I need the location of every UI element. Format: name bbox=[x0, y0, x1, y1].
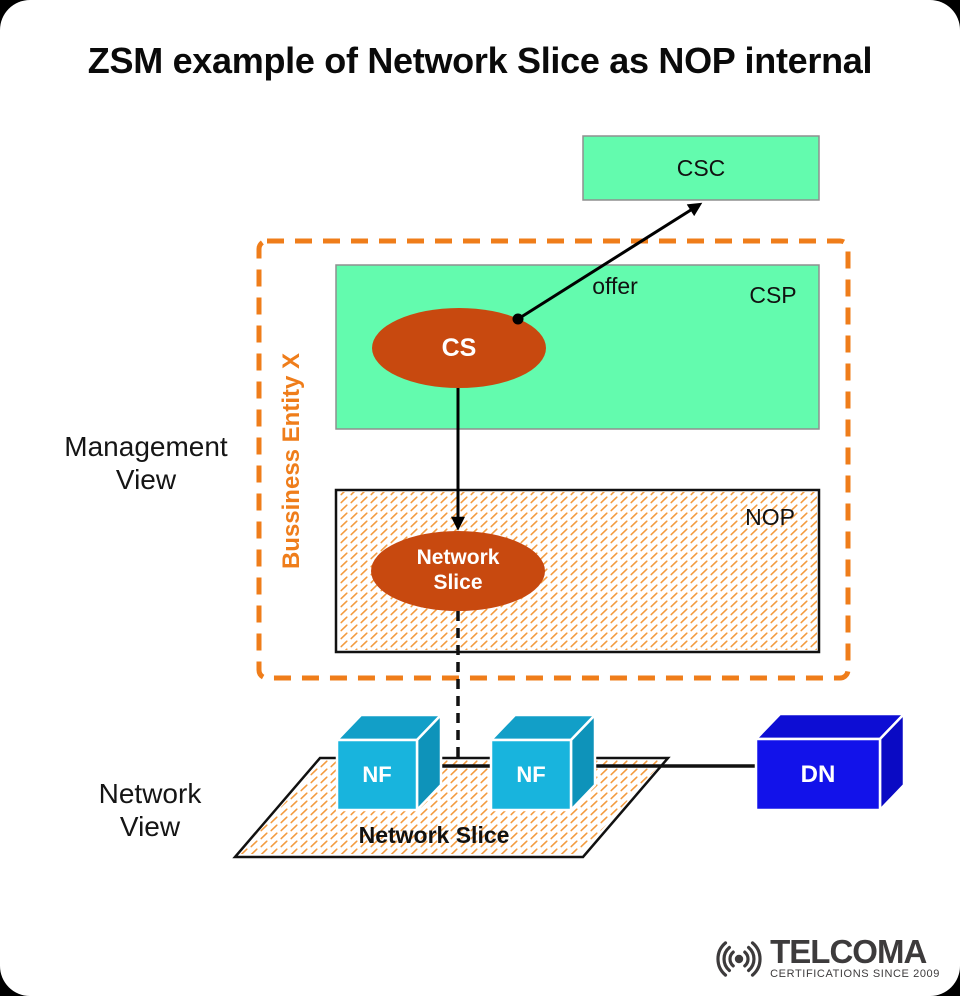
csc-label: CSC bbox=[676, 154, 726, 181]
dn-cube-top bbox=[754, 712, 906, 741]
signal-arc-r1 bbox=[743, 950, 750, 967]
offer-arrow bbox=[517, 202, 703, 321]
network-slice-ellipse-line2: Slice bbox=[433, 571, 483, 594]
nop-label: NOP bbox=[745, 504, 795, 530]
logo-tagline: CERTIFICATIONS SINCE 2009 bbox=[770, 968, 940, 980]
network-slice-plane-label: Network Slice bbox=[358, 822, 510, 848]
network-view-line2: View bbox=[119, 811, 181, 842]
page-title: ZSM example of Network Slice as NOP inte… bbox=[87, 40, 873, 81]
logo-wordmark: TELCOMA bbox=[770, 933, 927, 970]
signal-dot bbox=[734, 954, 744, 963]
nf2-label: NF bbox=[516, 762, 546, 787]
network-slice-ellipse bbox=[371, 531, 545, 611]
nf1-label: NF bbox=[362, 762, 392, 787]
nf1-cube-front bbox=[335, 738, 419, 812]
management-view-line2: View bbox=[115, 464, 177, 495]
telcoma-signal-icon bbox=[716, 940, 762, 977]
cs-label: CS bbox=[441, 334, 477, 362]
dn-label: DN bbox=[800, 760, 836, 788]
dn-cube bbox=[754, 712, 906, 812]
offer-arrow-origin-dot bbox=[512, 313, 524, 325]
cs-ellipse bbox=[372, 308, 546, 388]
offer-label: offer bbox=[592, 273, 638, 299]
nf1-cube bbox=[335, 713, 443, 812]
csc-box bbox=[582, 135, 820, 201]
nf2-cube-front bbox=[489, 738, 573, 812]
telcoma-logo: TELCOMA CERTIFICATIONS SINCE 2009 bbox=[713, 933, 940, 980]
nf2-cube bbox=[489, 713, 597, 812]
signal-arc-l1 bbox=[728, 950, 735, 967]
dn-cube-front bbox=[754, 737, 882, 812]
logo-text-block: TELCOMA CERTIFICATIONS SINCE 2009 bbox=[770, 933, 940, 980]
network-view-label: Network View bbox=[50, 777, 250, 843]
signal-arc-l2 bbox=[722, 945, 732, 972]
nop-box-border bbox=[334, 488, 821, 654]
network-slice-ellipse-line1: Network bbox=[416, 546, 500, 569]
business-entity-label: Bussiness Entity X bbox=[278, 352, 305, 570]
network-view-line1: Network bbox=[98, 778, 202, 809]
signal-arc-r2 bbox=[747, 945, 756, 972]
management-view-line1: Management bbox=[64, 431, 228, 462]
signal-arc-r3 bbox=[751, 940, 762, 977]
management-view-label: Management View bbox=[36, 430, 256, 496]
network-slice-ellipse-label: Network Slice bbox=[371, 545, 545, 595]
business-entity-boundary bbox=[256, 238, 851, 681]
signal-arc-l3 bbox=[716, 940, 728, 977]
csp-label: CSP bbox=[749, 282, 797, 308]
